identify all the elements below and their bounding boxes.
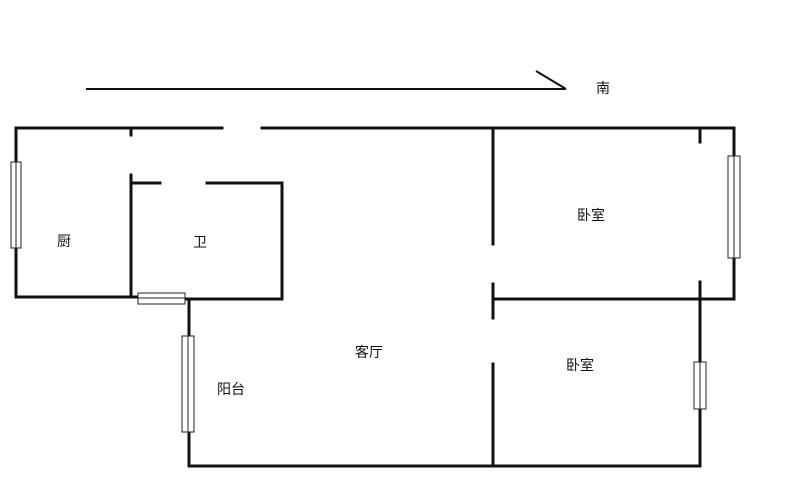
room-label-balcony: 阳台 [217, 382, 245, 398]
direction-label: 南 [596, 81, 610, 97]
arrow-head [535, 70, 567, 90]
window-bathroom [137, 292, 186, 305]
room-label-kitchen: 厨 [57, 234, 71, 250]
window-kitchen [10, 161, 22, 249]
walls [14, 126, 736, 468]
window-bedroom-2 [693, 361, 707, 410]
direction-arrow [86, 70, 567, 90]
window-bedroom-1 [727, 155, 741, 259]
room-label-bathroom: 卫 [193, 235, 207, 251]
window-balcony [181, 335, 195, 433]
windows [10, 155, 741, 433]
room-label-bedroom-2: 卧室 [566, 357, 594, 374]
room-label-bedroom-1: 卧室 [577, 207, 605, 224]
room-label-living-room: 客厅 [355, 344, 383, 361]
